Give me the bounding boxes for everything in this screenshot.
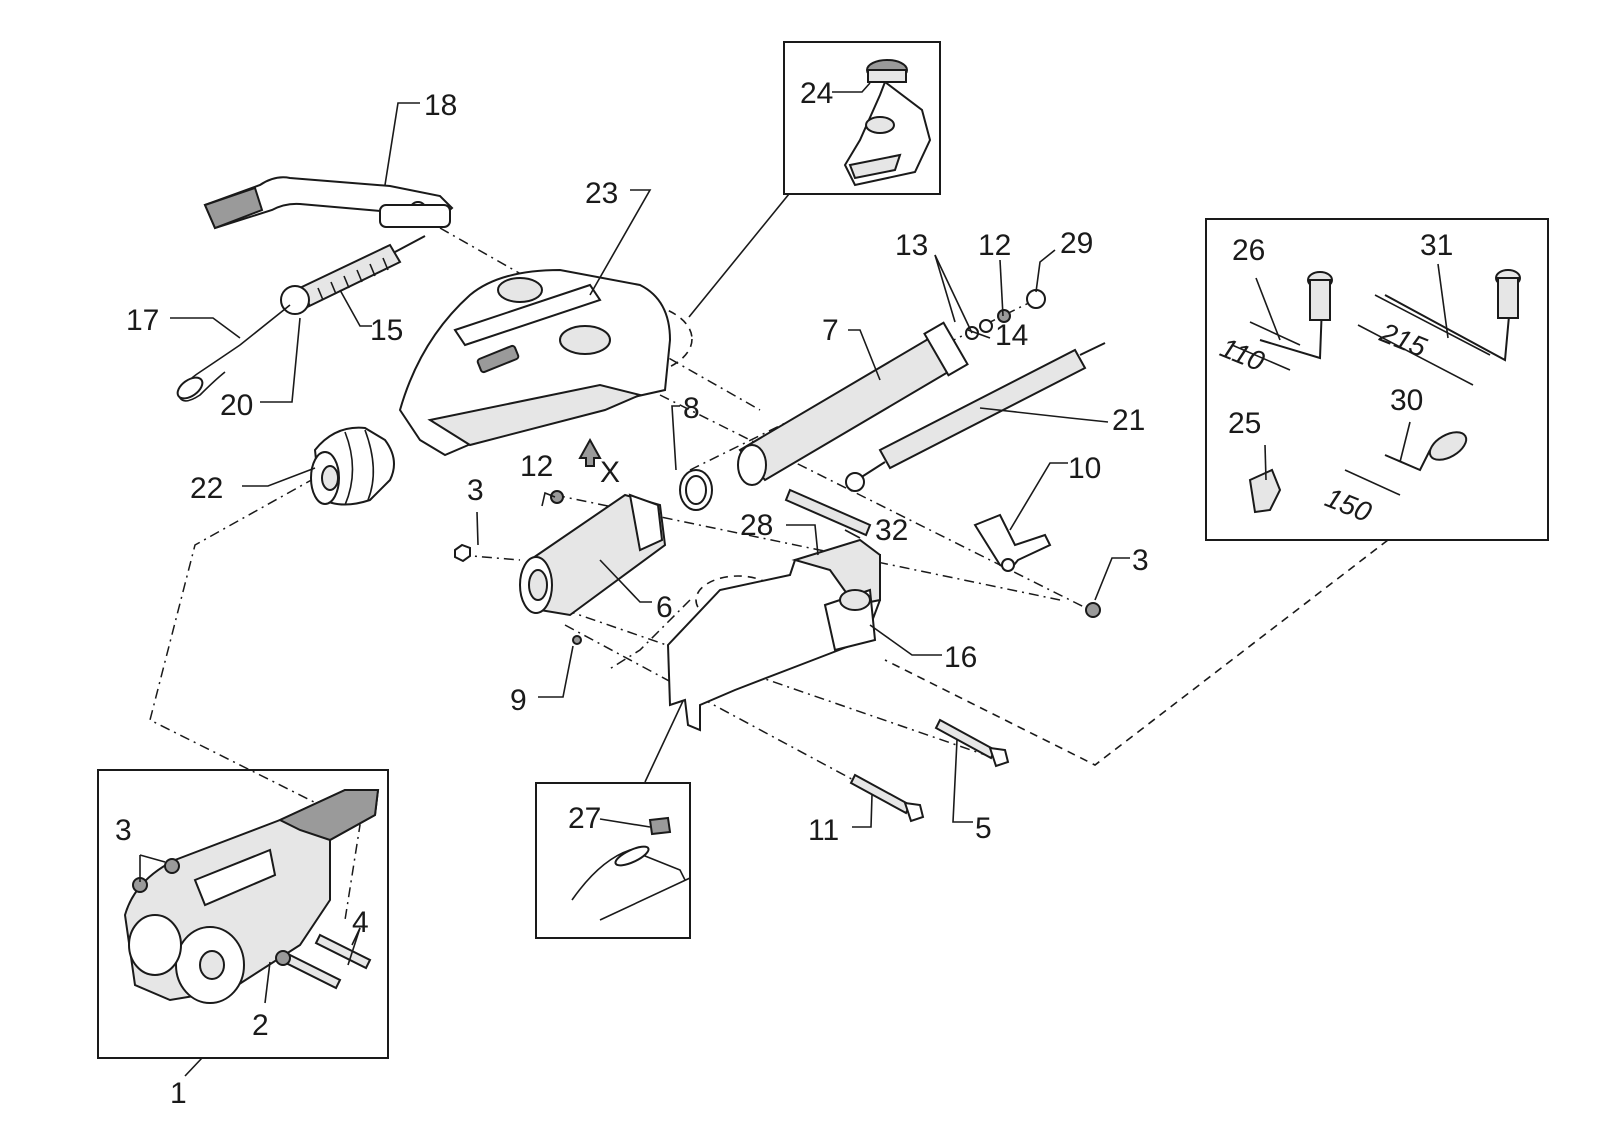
housing-6	[519, 493, 667, 617]
label-25: 25	[1228, 407, 1261, 440]
dimension-lines	[1231, 294, 1491, 496]
bolt-11	[849, 773, 925, 823]
label-12: 12	[520, 450, 553, 483]
arrow-x-icon	[578, 437, 602, 467]
label-7: 7	[822, 314, 839, 347]
drawbar-tube-7	[737, 321, 969, 486]
nuts-washers	[454, 289, 1101, 645]
label-5: 5	[975, 812, 992, 845]
label-29: 29	[1060, 227, 1093, 260]
detail-box-accessories	[1205, 218, 1549, 541]
label-12: 12	[978, 229, 1011, 262]
label-22: 22	[190, 472, 223, 505]
handbrake-lever	[203, 176, 454, 230]
label-3: 3	[115, 814, 132, 847]
label-18: 18	[424, 89, 457, 122]
dimension-110: 110	[1216, 332, 1269, 378]
label-27: 27	[568, 802, 601, 835]
key-26	[1259, 271, 1333, 360]
label-x: X	[600, 456, 620, 489]
key-31	[1384, 269, 1521, 362]
bolt-5	[934, 718, 1010, 768]
label-15: 15	[370, 314, 403, 347]
label-9: 9	[510, 684, 527, 717]
label-21: 21	[1112, 404, 1145, 437]
part-labels: 1 2 3 3 3 4 5 6 7 8 9 10 11 12 12 13 14 …	[115, 77, 1453, 1110]
lever-10	[973, 513, 1052, 572]
label-14: 14	[995, 319, 1028, 352]
label-11: 11	[808, 814, 839, 847]
label-8: 8	[683, 392, 700, 425]
detail-box-coupling	[97, 769, 389, 1059]
label-4: 4	[352, 906, 369, 939]
brake-spring	[280, 235, 426, 315]
label-24: 24	[800, 77, 833, 110]
coupling-bolts-4	[132, 858, 372, 990]
label-30: 30	[1390, 384, 1423, 417]
cap-detail	[843, 59, 932, 187]
label-16: 16	[944, 641, 977, 674]
clip-25	[1248, 468, 1282, 514]
label-20: 20	[220, 389, 253, 422]
label-3: 3	[1132, 544, 1149, 577]
label-1: 1	[170, 1077, 187, 1110]
cover-hood	[398, 268, 672, 457]
label-10: 10	[1068, 452, 1101, 485]
dimension-215: 215	[1375, 316, 1431, 363]
crank-30	[1384, 431, 1468, 472]
label-2: 2	[252, 1009, 269, 1042]
bellows	[310, 426, 395, 506]
label-32: 32	[875, 514, 908, 547]
label-6: 6	[656, 591, 673, 624]
accessories-link-line	[884, 539, 1389, 766]
label-31: 31	[1420, 229, 1453, 262]
breakaway-cable	[176, 304, 291, 402]
chassis-bracket-28	[666, 538, 881, 732]
label-28: 28	[740, 509, 773, 542]
dimension-150: 150	[1321, 482, 1376, 528]
detail-box-24	[783, 41, 941, 195]
label-23: 23	[585, 177, 618, 210]
leader-lines	[139, 82, 1449, 1077]
pin-32	[784, 488, 872, 537]
label-3: 3	[467, 474, 484, 507]
plate-27-detail	[571, 816, 691, 921]
label-13: 13	[895, 229, 928, 262]
label-17: 17	[126, 304, 159, 337]
detail-box-27	[535, 782, 691, 939]
label-26: 26	[1232, 234, 1265, 267]
coupling-head	[123, 789, 380, 1004]
